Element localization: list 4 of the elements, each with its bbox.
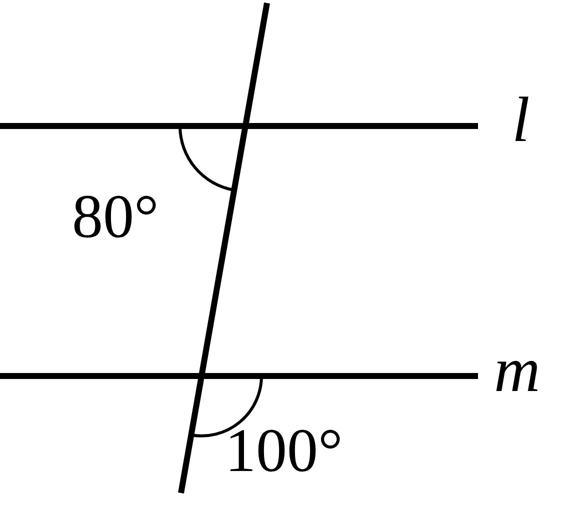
angle-label: 80° [72,186,159,248]
angle-label: 100° [225,420,343,482]
line-label: l [512,88,530,152]
line-label: m [494,338,540,402]
